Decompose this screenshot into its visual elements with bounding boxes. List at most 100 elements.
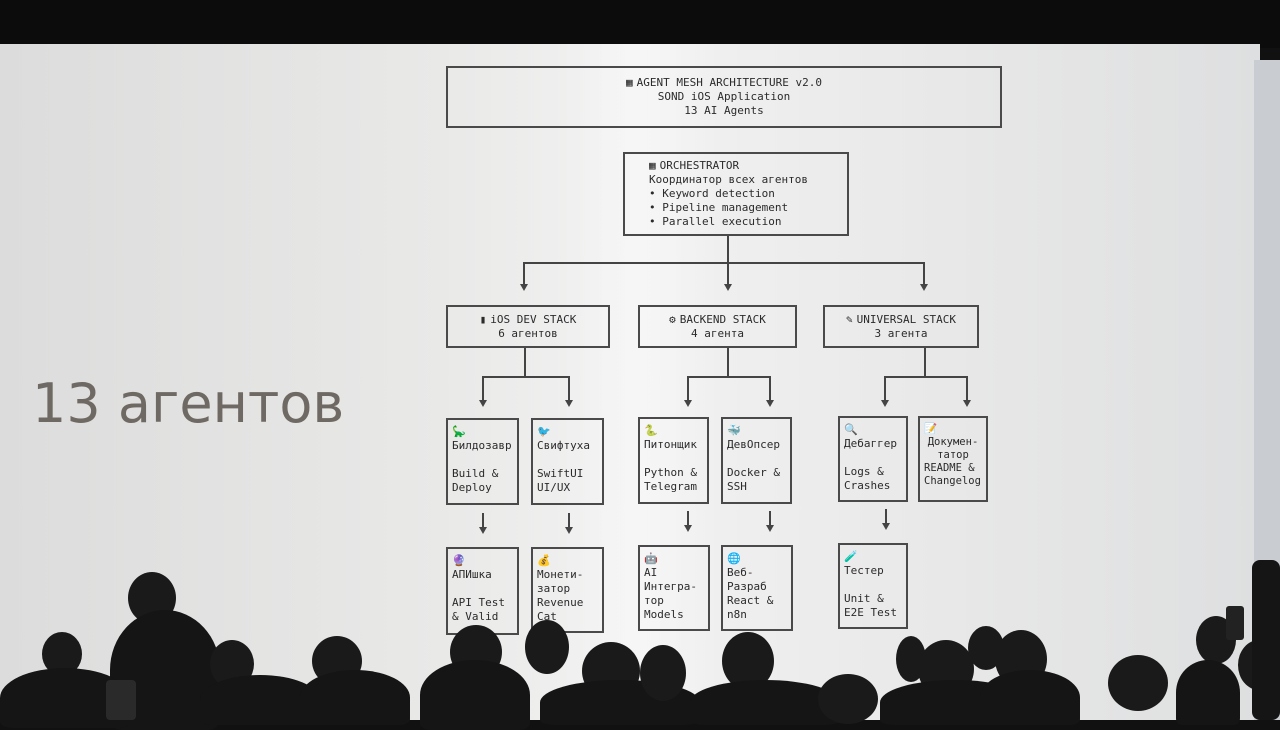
grid-icon: ▦ — [625, 76, 633, 89]
robot-icon: 🤖 — [644, 552, 658, 565]
agent-desc: Docker & — [727, 466, 780, 479]
agent-desc: UI/UX — [537, 481, 571, 494]
connector — [687, 511, 689, 525]
magnifier-icon: 🔍 — [844, 423, 858, 436]
agent-desc: n8n — [727, 608, 747, 621]
slide-title: 13 агентов — [32, 372, 345, 435]
arrow — [684, 400, 692, 407]
arrow — [920, 284, 928, 291]
arrow — [684, 525, 692, 532]
apple-icon: 🔮 — [452, 554, 466, 567]
dinosaur-icon: 🦕 — [452, 425, 466, 438]
connector — [482, 376, 484, 400]
agent-card: 🐦 Свифтуха SwiftUI UI/UX — [531, 418, 604, 505]
connector — [884, 376, 968, 378]
bird-icon: 🐦 — [537, 425, 551, 438]
arrow — [881, 400, 889, 407]
grid-icon: ▦ — [649, 159, 656, 172]
projector-glare — [560, 44, 720, 720]
test-tube-icon: 🧪 — [844, 550, 858, 563]
agent-desc: SwiftUI — [537, 467, 584, 480]
arrow — [565, 527, 573, 534]
agent-name: АПИшка — [452, 568, 492, 581]
agent-card: 🌐 Веб- Разраб React & n8n — [721, 545, 793, 631]
universal-stack-box: ✎UNIVERSAL STACK 3 агента — [823, 305, 979, 348]
agent-card: 🤖 AI Интегра- тор Models — [638, 545, 710, 631]
arrow — [520, 284, 528, 291]
wrench-icon: ✎ — [846, 313, 853, 326]
connector — [727, 348, 729, 376]
connector — [769, 511, 771, 525]
agent-desc: Models — [644, 608, 684, 621]
arrow — [565, 400, 573, 407]
phone-icon: ▮ — [479, 313, 487, 326]
agent-card: 💰 Монети- затор Revenue Cat — [531, 547, 604, 633]
arrow — [766, 525, 774, 532]
arrow — [479, 527, 487, 534]
agent-desc: API Test — [452, 596, 505, 609]
agent-name: Монети- затор — [537, 568, 584, 595]
stack-count: 4 агента — [691, 327, 744, 340]
arrow — [724, 284, 732, 291]
connector — [568, 376, 570, 400]
agent-card: 🧪 Тестер Unit & E2E Test — [838, 543, 908, 629]
agent-card: 🐳 ДевОпсер Docker & SSH — [721, 417, 792, 504]
orchestrator-subtitle: Координатор всех агентов — [649, 173, 808, 186]
header-agents: 13 AI Agents — [684, 104, 764, 117]
arrow — [766, 400, 774, 407]
agent-name: Дебаггер — [844, 437, 897, 450]
stack-count: 3 агента — [874, 327, 928, 340]
connector — [482, 376, 570, 378]
agent-desc: Python & — [644, 466, 697, 479]
ios-stack-box: ▮iOS DEV STACK 6 агентов — [446, 305, 610, 348]
orchestrator-box: ▦ORCHESTRATOR Координатор всех агентов •… — [623, 152, 849, 236]
agent-name: Докумен- татор — [927, 436, 979, 461]
agent-desc: Crashes — [844, 479, 891, 492]
orchestrator-bullet: • Parallel execution — [649, 215, 782, 228]
connector — [727, 262, 729, 284]
connector — [885, 509, 887, 523]
agent-card: 🔍 Дебаггер Logs & Crashes — [838, 416, 908, 502]
connector — [524, 348, 526, 376]
agent-card: 🐍 Питонщик Python & Telegram — [638, 417, 709, 504]
agent-desc: & Valid — [452, 610, 499, 623]
agent-name: Билдозавр — [452, 439, 512, 452]
agent-desc: Telegram — [644, 480, 697, 493]
agent-card: 📝 Докумен- татор README & Changelog — [918, 416, 988, 502]
architecture-header: ▦AGENT MESH ARCHITECTURE v2.0 SOND iOS A… — [446, 66, 1002, 128]
money-bag-icon: 💰 — [537, 554, 551, 567]
connector — [568, 513, 570, 527]
agent-name: Свифтуха — [537, 439, 590, 452]
agent-name: Тестер — [844, 564, 884, 577]
agent-name: ДевОпсер — [727, 438, 780, 451]
agent-desc: Logs & — [844, 465, 884, 478]
orchestrator-bullet: • Pipeline management — [649, 201, 789, 214]
connector — [727, 236, 729, 262]
screen-edge — [1254, 60, 1280, 720]
ceiling — [0, 0, 1280, 48]
agent-desc: Cat — [537, 610, 557, 623]
arrow — [479, 400, 487, 407]
stack-title: iOS DEV STACK — [490, 313, 577, 326]
agent-desc: SSH — [727, 480, 747, 493]
connector — [966, 376, 968, 400]
stack-title: UNIVERSAL STACK — [856, 313, 956, 326]
agent-name: Питонщик — [644, 438, 697, 451]
header-title: AGENT MESH ARCHITECTURE v2.0 — [636, 76, 823, 89]
agent-name: Веб- Разраб — [727, 566, 767, 593]
connector — [687, 376, 689, 400]
connector — [523, 262, 925, 264]
arrow — [882, 523, 890, 530]
connector — [924, 348, 926, 376]
stack-title: BACKEND STACK — [679, 313, 766, 326]
arrow — [963, 400, 971, 407]
agent-desc: React & — [727, 594, 774, 607]
backend-stack-box: ⚙BACKEND STACK 4 агента — [638, 305, 797, 348]
agent-desc: Revenue — [537, 596, 584, 609]
snake-icon: 🐍 — [644, 424, 658, 437]
agent-card: 🦕 Билдозавр Build & Deploy — [446, 418, 519, 505]
agent-desc: Changelog — [924, 475, 981, 487]
connector — [769, 376, 771, 400]
agent-desc: E2E Test — [844, 606, 897, 619]
globe-icon: 🌐 — [727, 552, 741, 565]
